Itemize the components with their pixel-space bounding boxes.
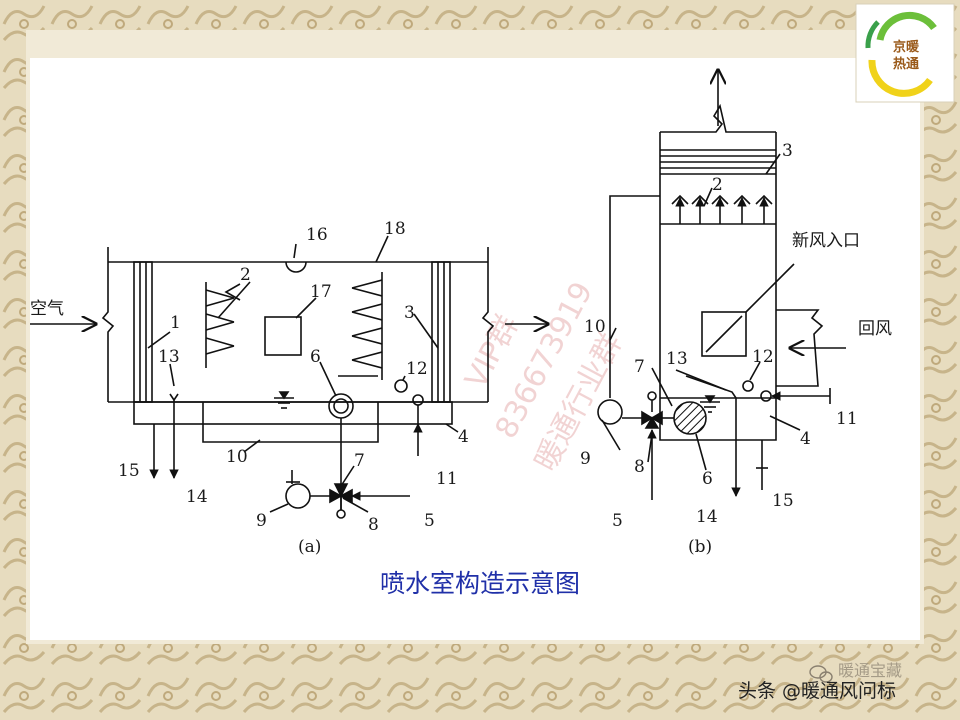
water-level-b: [700, 395, 720, 413]
label-fresh-air: 新风入口: [792, 231, 860, 251]
footer-source: 头条 @暖通风问标: [738, 680, 896, 702]
brand-logo: 京暖 热通: [855, 3, 955, 103]
footer-faded-text: 暖通宝藏: [838, 661, 902, 680]
num-a-5: 5: [424, 511, 435, 531]
num-a-10: 10: [226, 447, 248, 467]
num-a-14: 14: [186, 487, 208, 507]
num-a-15: 15: [118, 461, 140, 481]
num-a-8: 8: [368, 515, 379, 535]
num-a-4: 4: [458, 427, 469, 447]
num-a-17: 17: [310, 282, 332, 302]
logo-text-2: 热通: [893, 56, 919, 72]
tower-outline: [659, 132, 777, 441]
num-b-12: 12: [752, 347, 774, 367]
num-a-2: 2: [240, 265, 251, 285]
panel-a-label: (a): [298, 537, 321, 557]
chamber-right-wall: [481, 247, 495, 402]
label-return-air: 回风: [858, 319, 892, 339]
wechat-icon: [809, 665, 833, 683]
num-b-3: 3: [782, 141, 793, 161]
num-b-15: 15: [772, 491, 794, 511]
num-a-18: 18: [384, 219, 406, 239]
label-air: 空气: [30, 299, 64, 319]
num-a-3: 3: [404, 303, 415, 323]
num-a-6: 6: [310, 347, 321, 367]
num-b-11: 11: [836, 409, 858, 429]
num-b-9: 9: [580, 449, 591, 469]
diagram-b: [597, 70, 846, 500]
water-tank: [202, 402, 379, 443]
return-air-duct: [776, 309, 824, 387]
footer: 暖通宝藏 头条 @暖通风问标: [738, 661, 902, 702]
diagram-a: [30, 235, 548, 519]
top-eliminator: [660, 149, 776, 175]
num-a-11: 11: [436, 469, 458, 489]
inspection-window: [264, 316, 302, 356]
diagram-b-labels: 新风入口 回风 2 3 4 5 6 7 8 9 10 11 12 13 14 1…: [580, 141, 892, 557]
filter-strainer-b: [673, 401, 707, 435]
spray-header: [660, 194, 776, 225]
num-a-1: 1: [170, 313, 181, 333]
num-b-6: 6: [702, 469, 713, 489]
water-level: [274, 391, 294, 409]
num-b-10: 10: [584, 317, 606, 337]
riser-pipe: [609, 195, 660, 398]
num-a-16: 16: [306, 225, 328, 245]
num-b-7: 7: [634, 357, 645, 377]
num-b-14: 14: [696, 507, 718, 527]
diagram-a-labels: 空气 1 2 3 4 5 6 7 8 9 10 11 12 13 14 15 1…: [30, 219, 469, 557]
num-b-13: 13: [666, 349, 688, 369]
spray-nozzles-right: [338, 272, 383, 380]
logo-text-1: 京暖: [893, 39, 920, 55]
lamp: [285, 261, 307, 273]
float-valve: [394, 379, 408, 393]
num-b-4: 4: [800, 429, 811, 449]
num-a-7: 7: [354, 451, 365, 471]
chamber-left-wall: [101, 247, 115, 402]
water-pump-b: [597, 399, 623, 425]
tank-rim: [133, 401, 453, 425]
panel-b-label: (b): [688, 537, 712, 557]
num-b-5: 5: [612, 511, 623, 531]
num-a-13: 13: [158, 347, 180, 367]
num-a-9: 9: [256, 511, 267, 531]
num-b-8: 8: [634, 457, 645, 477]
diagram-caption: 喷水室构造示意图: [380, 569, 580, 598]
num-a-12: 12: [406, 359, 428, 379]
fresh-air-opening: [701, 263, 795, 357]
num-b-2: 2: [712, 175, 723, 195]
